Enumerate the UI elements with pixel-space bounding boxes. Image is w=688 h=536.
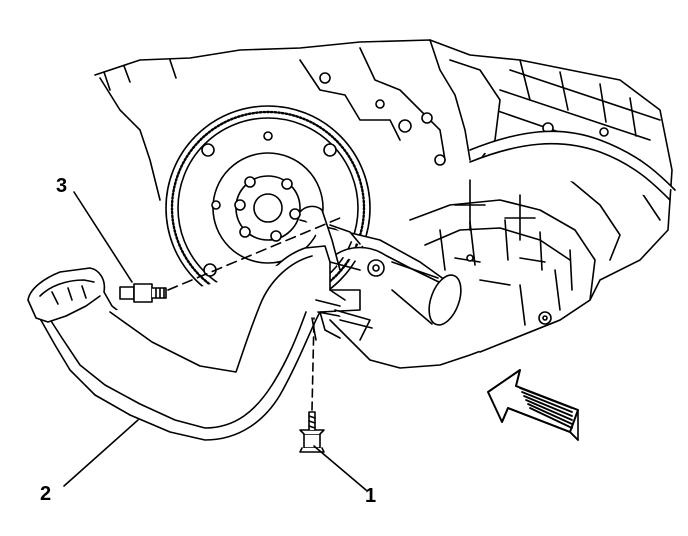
flywheel-inspection-cover [27,245,373,441]
callout-label-2: 2 [40,483,52,505]
cover-bolt [299,411,325,453]
view-direction-arrow-icon [487,369,579,441]
bolt-alignment-line [311,317,315,411]
leader-line-1 [313,445,367,491]
sensor-fastener [119,283,167,303]
leader-line-3 [73,191,133,283]
callout-label-3: 3 [56,175,68,197]
callout-label-1: 1 [365,485,377,507]
starter-motor [299,205,462,326]
leader-line-2 [63,419,139,487]
